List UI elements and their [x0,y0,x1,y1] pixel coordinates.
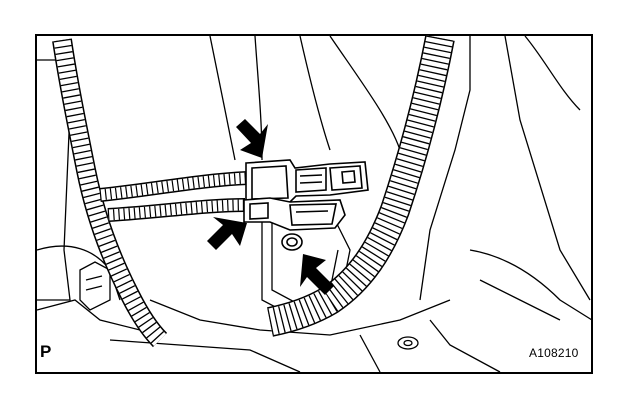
background-structure [36,35,593,373]
arrow-upper-connector [236,119,268,158]
left-wire-harness [52,38,168,348]
arrow-bolt [300,254,334,295]
arrows [207,119,334,295]
connector-lower [243,197,346,231]
branch-wire-harness [99,171,249,222]
panel-letter: P [40,342,52,361]
connector-upper [245,159,369,204]
right-wire-harness [266,35,455,337]
figure-code: A108210 [529,346,579,360]
mounting-bolt [281,233,303,251]
arrow-lower-connector [207,217,247,250]
